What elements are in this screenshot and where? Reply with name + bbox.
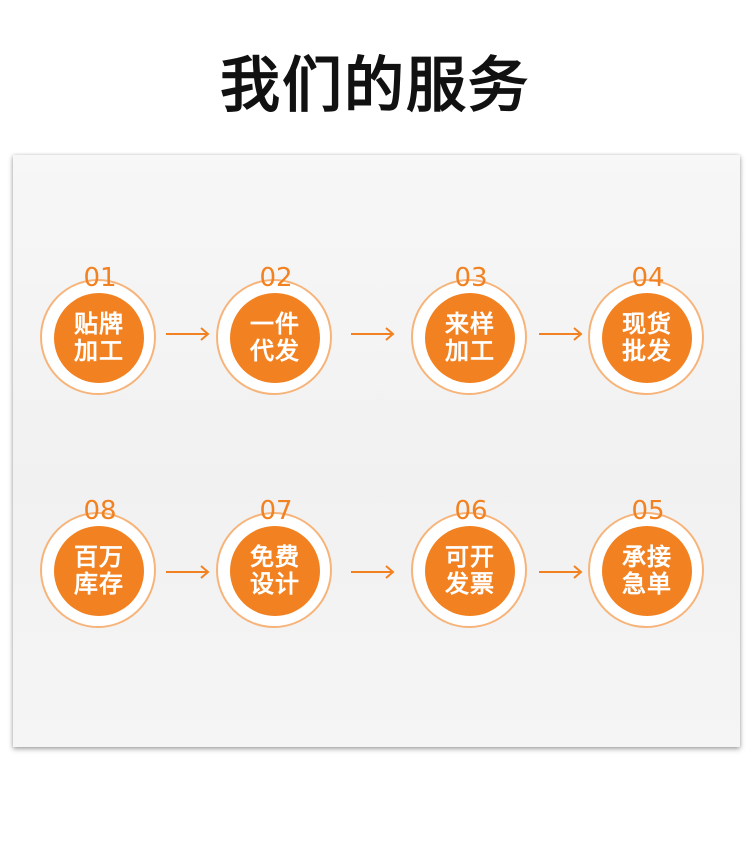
step-label-line2: 代发 xyxy=(250,337,300,365)
services-panel: 01 贴牌 加工 02 一件 代发 03 来样 加工 04 xyxy=(13,155,740,747)
step-circle: 现货 批发 xyxy=(602,293,692,383)
arrow-right-icon xyxy=(351,327,395,341)
step-circle: 承接 急单 xyxy=(602,526,692,616)
step-label-line2: 批发 xyxy=(622,337,672,365)
page-title: 我们的服务 xyxy=(220,51,530,121)
step-number: 01 xyxy=(83,263,117,293)
step-number: 04 xyxy=(631,263,665,293)
step-label-line1: 承接 xyxy=(622,543,672,571)
step-circle: 免费 设计 xyxy=(230,526,320,616)
step-label-line2: 设计 xyxy=(250,570,300,598)
arrow-right-icon xyxy=(166,327,210,341)
arrow-right-icon xyxy=(351,565,395,579)
arrow-right-icon xyxy=(539,565,583,579)
step-circle: 百万 库存 xyxy=(54,526,144,616)
step-number: 07 xyxy=(259,496,293,526)
arrow-right-icon xyxy=(166,565,210,579)
step-number: 06 xyxy=(454,496,488,526)
step-number: 03 xyxy=(454,263,488,293)
step-label-line1: 一件 xyxy=(250,310,300,338)
step-label-line2: 加工 xyxy=(74,337,124,365)
step-label-line1: 百万 xyxy=(74,543,124,571)
step-label-line1: 来样 xyxy=(445,310,495,338)
step-label-line1: 免费 xyxy=(250,543,300,571)
step-label-line2: 库存 xyxy=(74,570,124,598)
step-number: 02 xyxy=(259,263,293,293)
step-label-line1: 现货 xyxy=(622,310,672,338)
step-circle: 一件 代发 xyxy=(230,293,320,383)
arrow-right-icon xyxy=(539,327,583,341)
step-number: 05 xyxy=(631,496,665,526)
step-label-line2: 发票 xyxy=(445,570,495,598)
step-label-line2: 急单 xyxy=(622,570,672,598)
step-circle: 可开 发票 xyxy=(425,526,515,616)
step-label-line2: 加工 xyxy=(445,337,495,365)
step-circle: 来样 加工 xyxy=(425,293,515,383)
step-number: 08 xyxy=(83,496,117,526)
step-label-line1: 可开 xyxy=(445,543,495,571)
step-circle: 贴牌 加工 xyxy=(54,293,144,383)
step-label-line1: 贴牌 xyxy=(74,310,124,338)
